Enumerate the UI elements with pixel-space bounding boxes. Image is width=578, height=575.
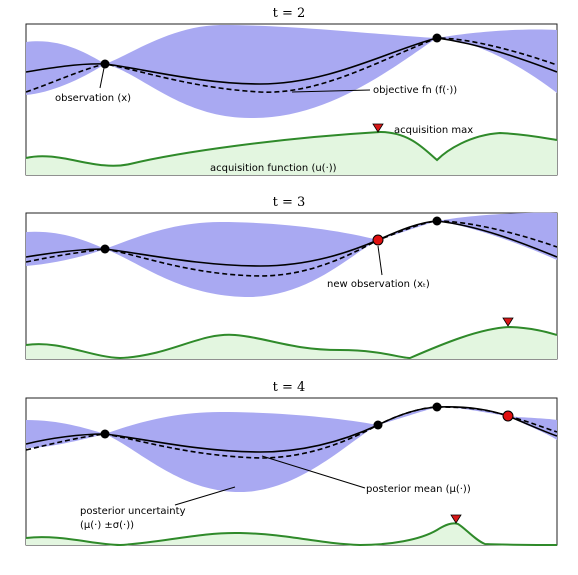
acquisition-function-fill: [26, 523, 557, 545]
acquisition-max-label: acquisition max: [394, 125, 473, 136]
acquisition-function-fill: [26, 327, 557, 359]
annotation-arrow: [99, 67, 105, 89]
acquisition-max-marker: [450, 514, 462, 524]
posterior-mean: [25, 37, 558, 85]
posterior-mean-label: posterior mean (μ(·)): [366, 484, 471, 495]
observation-point: [432, 216, 442, 226]
panel-t3: t = 3 new observation (xₜ): [25, 195, 558, 360]
new-observation-point: [372, 234, 384, 246]
observation-point: [100, 59, 110, 69]
acquisition-function-line: [25, 325, 558, 360]
posterior-uncertainty-band: [26, 212, 557, 297]
objective-fn-label: objective fn (f(·)): [373, 85, 457, 96]
posterior-uncertainty-label: posterior uncertainty: [80, 506, 186, 517]
new-observation-point: [502, 410, 514, 422]
observation-point: [373, 420, 383, 430]
acquisition-function-line: [25, 522, 558, 547]
panel-title: t = 3: [273, 195, 306, 210]
objective-function: [25, 37, 558, 93]
annotation-arrow: [174, 486, 236, 506]
panel-t4: t = 4 posterior mean (μ(·)) posterior un…: [25, 380, 558, 547]
annotation-arrow: [261, 455, 366, 489]
observation-point: [100, 429, 110, 439]
acquisition-function-line: [25, 130, 558, 167]
acquisition-function-fill: [26, 132, 557, 175]
panel-title: t = 4: [273, 380, 306, 395]
acquisition-max-marker: [502, 317, 514, 327]
panel-title: t = 2: [273, 6, 306, 21]
panel-t2: t = 2 observation (x) objective fn (f(·)…: [25, 6, 558, 176]
observation-label: observation (x): [55, 93, 131, 104]
posterior-uncertainty-band: [26, 25, 557, 119]
annotation-arrow: [291, 89, 371, 93]
observation-point: [432, 402, 442, 412]
posterior-uncertainty-formula: (μ(·) ±σ(·)): [80, 520, 134, 531]
acquisition-function-label: acquisition function (u(·)): [210, 163, 337, 174]
acquisition-max-marker: [372, 123, 384, 133]
annotation-arrow: [377, 245, 383, 276]
new-observation-label: new observation (xₜ): [327, 279, 430, 290]
observation-point: [432, 33, 442, 43]
observation-point: [100, 244, 110, 254]
